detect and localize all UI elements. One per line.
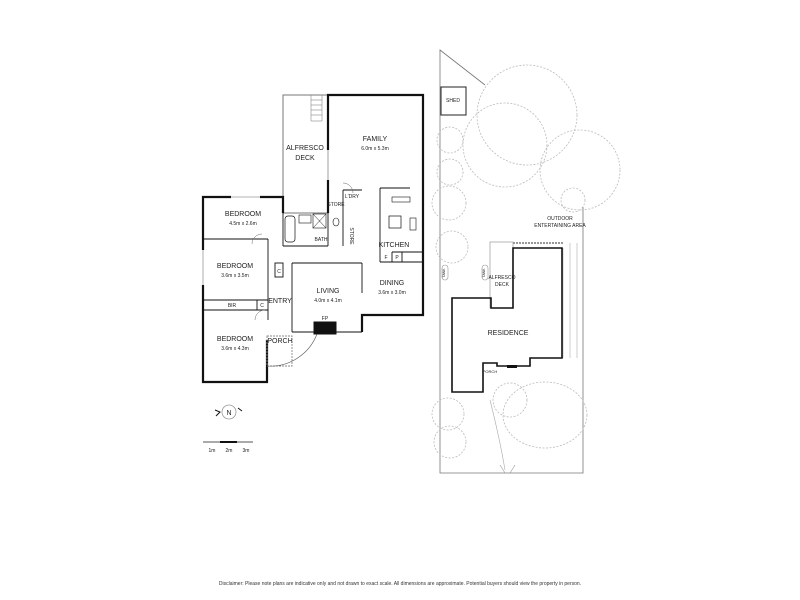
room-name: F <box>384 255 387 261</box>
porch-label: PORCH <box>483 369 498 374</box>
shed-label: SHED <box>446 98 460 104</box>
outer-wall-east <box>326 93 425 332</box>
scale-label: 2m <box>226 448 233 454</box>
scale-label: 1m <box>209 448 216 454</box>
cooktop <box>409 217 417 231</box>
kitchen-island <box>388 215 402 229</box>
room-name: STORE <box>327 202 345 208</box>
compass-letter: N <box>226 410 231 417</box>
shower <box>312 213 327 229</box>
toilet <box>332 217 340 227</box>
room-name: FP <box>322 316 329 322</box>
room-size: 3.6m x 3.0m <box>378 290 406 296</box>
room-size: 4.0m x 4.1m <box>314 298 342 304</box>
tank-label: TANK <box>482 268 486 278</box>
room-name: FAMILY <box>363 136 388 143</box>
room-size: 6.0m x 5.3m <box>361 146 389 152</box>
deck-stairs <box>310 95 323 122</box>
water-tank <box>441 264 449 281</box>
site-plan-labels: SHED OUTDOOR ENTERTAINING AREA ALFRESCO … <box>442 98 586 374</box>
tank-label: TANK <box>442 268 446 278</box>
trees <box>431 64 621 459</box>
scale-label: 3m <box>243 448 250 454</box>
room-name: DECK <box>295 155 315 162</box>
room-name: ALFRESCO <box>286 145 324 152</box>
shed <box>440 86 467 116</box>
water-tank <box>481 264 489 281</box>
room-name: C <box>277 269 281 275</box>
porch-path <box>266 333 318 367</box>
alfresco-label: DECK <box>495 282 510 288</box>
floor-plan <box>201 93 425 384</box>
room-size: 3.6m x 4.3m <box>221 346 249 352</box>
site-plan <box>431 49 621 474</box>
outdoor-label: ENTERTAINING AREA <box>534 223 586 229</box>
room-size: 3.6m x 3.5m <box>221 273 249 279</box>
room-name: P <box>395 255 399 261</box>
room-name: L'DRY <box>345 194 360 200</box>
room-size: 4.5m x 2.6m <box>229 221 257 227</box>
north-compass: N <box>214 404 243 420</box>
room-name: DINING <box>380 280 405 287</box>
kitchen-sink <box>391 196 411 203</box>
room-name: LIVING <box>317 288 340 295</box>
room-name: C <box>260 303 264 309</box>
internal-walls <box>203 187 423 367</box>
outdoor-label: OUTDOOR <box>547 216 573 222</box>
room-name: BATH <box>315 237 328 243</box>
residence-outline <box>451 247 563 393</box>
site-boundary <box>439 49 584 474</box>
disclaimer: Disclaimer: Please note plans are indica… <box>218 581 582 587</box>
scale-bar: 1m 2m 3m <box>203 441 253 454</box>
alfresco-label: ALFRESCO <box>489 275 516 281</box>
room-name: BIR <box>228 303 237 309</box>
fireplace <box>313 321 337 335</box>
vanity <box>298 214 312 224</box>
room-name: STORE <box>348 227 354 245</box>
floor-plan-labels: ALFRESCO DECK FAMILY 6.0m x 5.3m BEDROOM… <box>217 136 409 352</box>
outer-wall-west <box>201 195 285 384</box>
room-name: PORCH <box>267 338 292 345</box>
bathtub <box>284 215 296 243</box>
room-name: ENTRY <box>268 298 292 305</box>
room-name: KITCHEN <box>379 242 410 249</box>
room-name: BEDROOM <box>225 211 261 218</box>
residence-label: RESIDENCE <box>488 330 529 337</box>
room-name: BEDROOM <box>217 336 253 343</box>
alfresco-deck-outline <box>282 94 329 214</box>
room-name: BEDROOM <box>217 263 253 270</box>
